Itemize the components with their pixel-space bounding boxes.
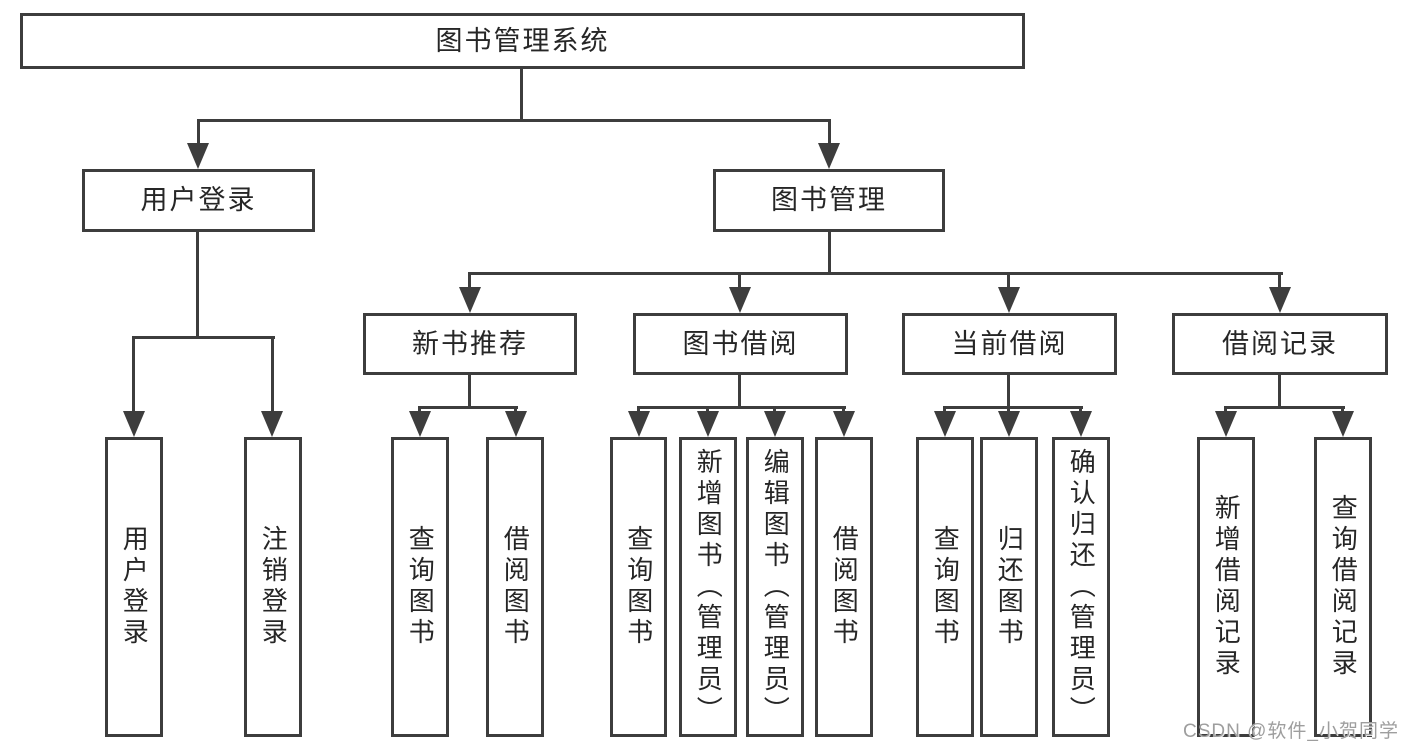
node-label: 新增图书（管理员） (693, 447, 724, 727)
node-book-borrowing: 图书借阅 (633, 313, 848, 375)
node-label: 查询图书 (405, 525, 436, 649)
leaf-borrow-books: 借阅图书 (815, 437, 873, 737)
leaf-query-books: 查询图书 (916, 437, 974, 737)
connector-line (197, 119, 831, 122)
watermark: CSDN @软件_小贺同学 (1183, 721, 1399, 742)
connector-arrowhead-icon (697, 411, 719, 437)
connector-arrowhead-icon (1269, 287, 1291, 313)
leaf-logout: 注销登录 (244, 437, 302, 737)
node-book-management: 图书管理 (713, 169, 945, 232)
connector-line (133, 336, 275, 339)
leaf-add-borrowing-record: 新增借阅记录 (1197, 437, 1255, 737)
node-label: 查询借阅记录 (1328, 494, 1359, 680)
connector-arrowhead-icon (998, 411, 1020, 437)
node-label: 确认归还（管理员） (1066, 447, 1097, 727)
connector-arrowhead-icon (261, 411, 283, 437)
connector-line (828, 232, 831, 275)
connector-arrowhead-icon (1215, 411, 1237, 437)
connector-line (638, 406, 846, 409)
connector-arrowhead-icon (833, 411, 855, 437)
connector-arrowhead-icon (818, 143, 840, 169)
leaf-query-borrowing-record: 查询借阅记录 (1314, 437, 1372, 737)
node-label: 图书借阅 (682, 328, 799, 359)
connector-line (196, 232, 199, 337)
connector-line (132, 336, 135, 414)
leaf-confirm-return-admin: 确认归还（管理员） (1052, 437, 1110, 737)
connector-arrowhead-icon (934, 411, 956, 437)
connector-line (197, 119, 200, 147)
connector-line (1224, 406, 1345, 409)
connector-line (468, 375, 471, 409)
leaf-query-books: 查询图书 (610, 437, 667, 737)
connector-line (1007, 272, 1010, 290)
connector-arrowhead-icon (459, 287, 481, 313)
connector-line (1007, 375, 1010, 409)
node-user-login: 用户登录 (82, 169, 315, 232)
leaf-query-books: 查询图书 (391, 437, 449, 737)
connector-line (1007, 406, 1010, 414)
node-label: 图书管理 (771, 185, 887, 215)
node-label: 查询图书 (930, 525, 961, 649)
connector-line (828, 119, 831, 147)
connector-arrowhead-icon (187, 143, 209, 169)
node-label: 归还图书 (994, 525, 1025, 649)
node-label: 编辑图书（管理员） (760, 447, 791, 727)
node-label: 查询图书 (623, 525, 654, 649)
connector-line (706, 406, 709, 414)
node-label: 用户登录 (119, 525, 150, 649)
connector-line (419, 406, 518, 409)
node-new-book-recommendation: 新书推荐 (363, 313, 577, 375)
leaf-edit-books-admin: 编辑图书（管理员） (746, 437, 804, 737)
connector-line (943, 406, 946, 414)
leaf-return-books: 归还图书 (980, 437, 1038, 737)
connector-line (637, 406, 640, 414)
node-label: 当前借阅 (951, 328, 1068, 359)
connector-line (738, 272, 741, 290)
node-library-management-system: 图书管理系统 (20, 13, 1025, 69)
node-label: 用户登录 (140, 185, 257, 215)
leaf-add-books-admin: 新增图书（管理员） (679, 437, 737, 737)
connector-line (738, 375, 741, 409)
connector-arrowhead-icon (409, 411, 431, 437)
connector-arrowhead-icon (1070, 411, 1092, 437)
connector-arrowhead-icon (998, 287, 1020, 313)
node-label: 借阅图书 (829, 525, 860, 649)
node-label: 借阅记录 (1222, 328, 1338, 359)
connector-arrowhead-icon (505, 411, 527, 437)
connector-line (468, 272, 1283, 275)
connector-line (842, 406, 845, 414)
connector-line (1278, 272, 1281, 290)
node-label: 借阅图书 (500, 525, 531, 649)
leaf-user-login: 用户登录 (105, 437, 163, 737)
connector-line (520, 69, 523, 119)
connector-arrowhead-icon (628, 411, 650, 437)
connector-arrowhead-icon (764, 411, 786, 437)
connector-line (468, 272, 471, 290)
connector-line (1079, 406, 1082, 414)
node-current-borrowing: 当前借阅 (902, 313, 1117, 375)
node-label: 图书管理系统 (435, 25, 610, 56)
node-borrowing-records: 借阅记录 (1172, 313, 1388, 375)
connector-arrowhead-icon (1332, 411, 1354, 437)
node-label: 新增借阅记录 (1211, 494, 1242, 680)
connector-line (773, 406, 776, 414)
connector-line (514, 406, 517, 414)
connector-line (1278, 375, 1281, 409)
leaf-borrow-books: 借阅图书 (486, 437, 544, 737)
connector-line (418, 406, 421, 414)
connector-arrowhead-icon (729, 287, 751, 313)
connector-line (1341, 406, 1344, 414)
node-label: 新书推荐 (412, 328, 528, 359)
connector-arrowhead-icon (123, 411, 145, 437)
node-label: 注销登录 (258, 525, 289, 649)
connector-line (943, 406, 1083, 409)
connector-line (271, 336, 274, 414)
connector-line (1224, 406, 1227, 414)
